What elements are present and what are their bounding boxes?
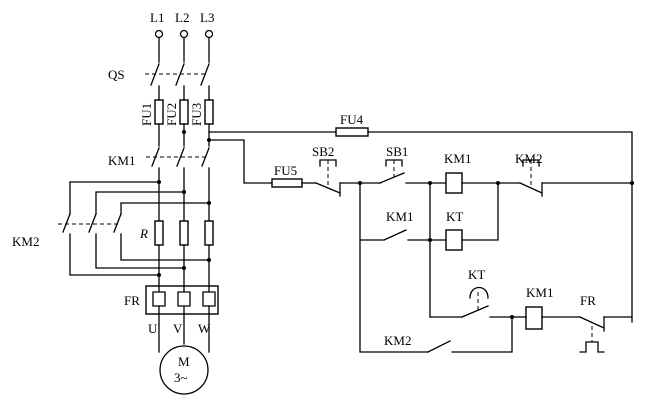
label-km2-interlock: KM2 xyxy=(515,151,542,166)
label-l2: L2 xyxy=(175,10,189,25)
fuse-fu5 xyxy=(271,178,303,188)
label-w: W xyxy=(198,321,211,336)
control-circuit: FU4 FU5 SB2 SB1 KM1 xyxy=(208,112,634,353)
kt-coil xyxy=(445,229,463,251)
label-fr-contact: FR xyxy=(580,293,596,308)
label-sb1: SB1 xyxy=(386,144,408,159)
sb2-stop-button xyxy=(315,159,341,197)
resistors-r xyxy=(154,220,214,246)
label-km2-hold: KM2 xyxy=(384,333,411,348)
label-fu4: FU4 xyxy=(340,112,364,127)
terminal-l3 xyxy=(204,29,214,39)
label-km1-main: KM1 xyxy=(108,153,135,168)
label-km1-hold: KM1 xyxy=(386,209,413,224)
label-qs: QS xyxy=(108,67,125,82)
km1-coil xyxy=(445,172,463,194)
km2-bypass xyxy=(58,181,210,276)
terminal-l2 xyxy=(179,29,189,39)
fuse-fu4 xyxy=(335,127,369,137)
label-km1-coil: KM1 xyxy=(444,151,471,166)
label-fr-main: FR xyxy=(124,293,140,308)
motor-label-m: M xyxy=(178,354,190,369)
label-r: R xyxy=(139,226,148,241)
label-l1: L1 xyxy=(150,10,164,25)
label-sb2: SB2 xyxy=(312,144,334,159)
label-v: V xyxy=(173,321,183,336)
fr-nc-contact xyxy=(579,316,633,353)
km2-coil xyxy=(525,306,543,330)
km2-nc-interlock xyxy=(497,159,543,197)
label-fu5: FU5 xyxy=(274,163,297,178)
qs-switch xyxy=(145,63,210,101)
sb1-start-button xyxy=(379,159,405,184)
label-fu3: FU3 xyxy=(189,103,204,126)
terminal-l1 xyxy=(154,29,164,39)
label-km2-main: KM2 xyxy=(12,234,39,249)
label-kt-coil: KT xyxy=(446,209,463,224)
label-kt-contact: KT xyxy=(468,267,485,282)
label-km1-coil-2: KM1 xyxy=(526,285,553,300)
motor-label-3phase: 3~ xyxy=(174,370,188,385)
label-fu1: FU1 xyxy=(139,103,154,126)
label-fu2: FU2 xyxy=(164,103,179,126)
motor-symbol xyxy=(159,345,209,395)
label-l3: L3 xyxy=(200,10,214,25)
label-u: U xyxy=(148,321,158,336)
main-circuit: L1 L2 L3 QS FU1 FU2 FU3 xyxy=(12,10,219,395)
kt-delay-contact xyxy=(429,286,513,318)
km2-hold-contact xyxy=(359,239,513,353)
km1-main-contacts xyxy=(146,147,210,167)
fr-heaters xyxy=(145,285,219,315)
